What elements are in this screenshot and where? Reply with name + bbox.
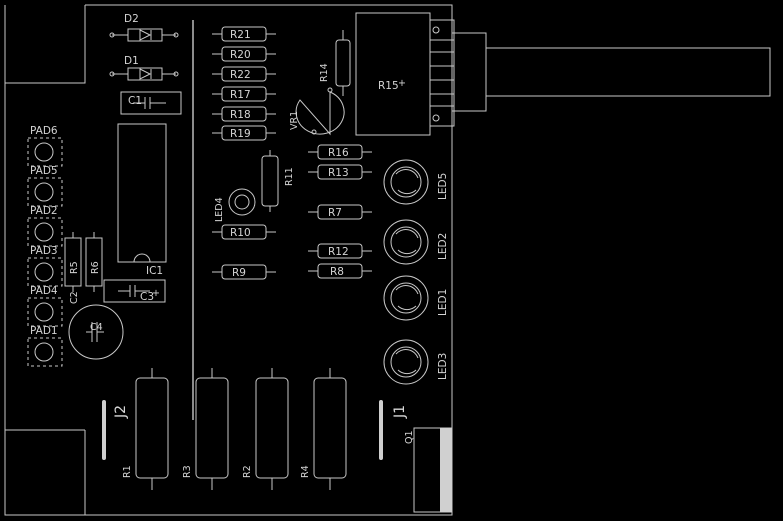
label-r17: R17 [230,89,251,101]
component-r1: R1 [122,368,169,490]
component-led3: LED3 [383,339,449,385]
label-j1: J1 [392,405,408,419]
pad2: PAD2 [27,205,63,247]
component-c4: C4 [68,304,124,360]
label-ic1: IC1 [146,265,163,277]
label-led2: LED2 [437,233,449,260]
label-r19: R19 [230,128,251,140]
component-r21: R21 [212,26,276,42]
label-r6: R6 [90,261,101,274]
label-d2: D2 [124,13,139,25]
label-r12: R12 [328,246,349,258]
component-vr1: VR1 [289,87,345,136]
label-r7: R7 [328,207,342,219]
component-r11: R11 [261,150,295,212]
component-r13: R13 [308,164,372,180]
label-c1: C1 [128,95,142,107]
label-r4: R4 [300,465,311,478]
component-r6: R6 [85,232,103,292]
label-r9: R9 [232,267,246,279]
label-r11: R11 [284,167,295,186]
label-led5: LED5 [437,173,449,200]
label-r10: R10 [230,227,251,239]
component-r8: R8 [308,263,372,279]
component-d2: D2 [109,13,179,42]
pad4: PAD4 [27,285,63,327]
label-q1: Q1 [404,430,415,444]
label-led3: LED3 [437,353,449,380]
label-r13: R13 [328,167,349,179]
label-r5: R5 [69,261,80,274]
label-pad1: PAD1 [30,325,58,337]
component-r3: R3 [182,368,229,490]
component-d1: D1 [109,55,179,81]
component-led2: LED2 [383,219,449,265]
component-r12: R12 [308,243,372,259]
label-j2: J2 [113,405,129,419]
label-c2: C2 [69,291,80,304]
label-d1: D1 [124,55,139,67]
component-r10: R10 [212,224,276,240]
component-r18: R18 [212,106,276,122]
component-c1: C1 [120,91,182,115]
pad3: PAD3 [27,245,63,287]
component-ic1: IC1 [117,123,167,277]
label-r15: R15 [378,80,399,92]
pad5: PAD5 [27,165,63,207]
component-r17: R17 [212,86,276,102]
component-r16: R16 [308,144,372,160]
component-r5: R5 [64,232,82,292]
connector-j2: J2 [102,400,129,460]
label-r2: R2 [242,465,253,478]
svg-text:+: + [398,78,406,89]
label-r20: R20 [230,49,251,61]
svg-text:+: + [152,288,160,299]
component-led5: LED5 [383,159,449,205]
component-r15: R15 + [355,12,431,136]
label-led1: LED1 [437,289,449,316]
label-led4: LED4 [214,197,225,222]
label-r22: R22 [230,69,251,81]
pad1: PAD1 [27,325,63,367]
label-r3: R3 [182,465,193,478]
label-r21: R21 [230,29,251,41]
potentiometer-shaft [429,19,771,127]
component-led4: LED4 [214,188,256,222]
label-vr1: VR1 [289,111,300,130]
label-r18: R18 [230,109,251,121]
label-c3: C3 [140,291,154,303]
component-r7: R7 [308,204,372,220]
pad-column: PAD6 PAD5 PAD2 PAD3 PAD4 PAD1 [27,125,63,367]
component-q1: Q1 [404,427,453,513]
component-r9: R9 [212,264,276,280]
label-pad2: PAD2 [30,205,58,217]
label-r14: R14 [319,63,330,82]
label-pad5: PAD5 [30,165,58,177]
component-r22: R22 [212,66,276,82]
label-r16: R16 [328,147,349,159]
component-r19: R19 [212,125,276,141]
label-pad3: PAD3 [30,245,58,257]
label-r1: R1 [122,465,133,478]
connector-j1: J1 [379,400,408,460]
label-c4: C4 [90,322,103,333]
label-pad4: PAD4 [30,285,58,297]
component-r20: R20 [212,46,276,62]
resistor-stack: R21 R20 R22 R17 R18 R19 [212,26,276,141]
pad6: PAD6 [27,125,63,167]
label-r8: R8 [330,266,344,278]
component-c3: C3 + [103,279,166,303]
component-r4: R4 [300,368,347,490]
component-r14: R14 [319,30,351,96]
component-led1: LED1 [383,275,449,321]
label-pad6: PAD6 [30,125,58,137]
component-r2: R2 [242,368,289,490]
board-outline [4,4,453,516]
